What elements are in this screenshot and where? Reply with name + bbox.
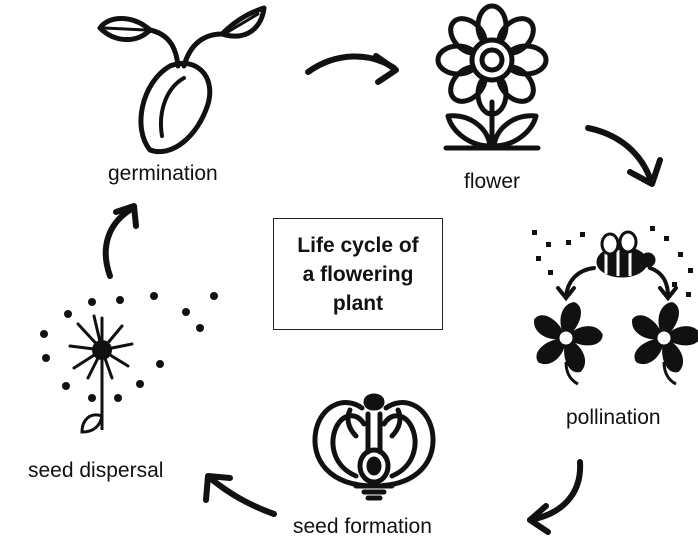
seedling-icon [100, 8, 264, 152]
stage-label-seed-formation: seed formation [293, 516, 432, 537]
stage-label-flower: flower [464, 171, 520, 192]
stage-label-germination: germination [108, 163, 218, 184]
arrow-flower-to-pollination [588, 128, 660, 184]
flower-icon [438, 6, 546, 148]
stage-label-seed-dispersal: seed dispersal [28, 460, 163, 481]
stage-label-pollination: pollination [566, 407, 661, 428]
title-line-3: plant [333, 289, 383, 318]
diagram-title-box: Life cycle of a flowering plant [273, 218, 443, 330]
flower-cross-section-icon [315, 396, 433, 498]
title-line-1: Life cycle of [297, 231, 418, 260]
arrow-pollination-to-seed-formation [530, 462, 580, 532]
arrow-dispersal-to-germination [106, 206, 136, 276]
arrow-germination-to-flower [308, 56, 396, 82]
dandelion-icon [40, 292, 218, 432]
bee-pollination-icon [530, 226, 698, 384]
title-line-2: a flowering [303, 260, 414, 289]
arrow-seed-formation-to-dispersal [206, 476, 274, 514]
